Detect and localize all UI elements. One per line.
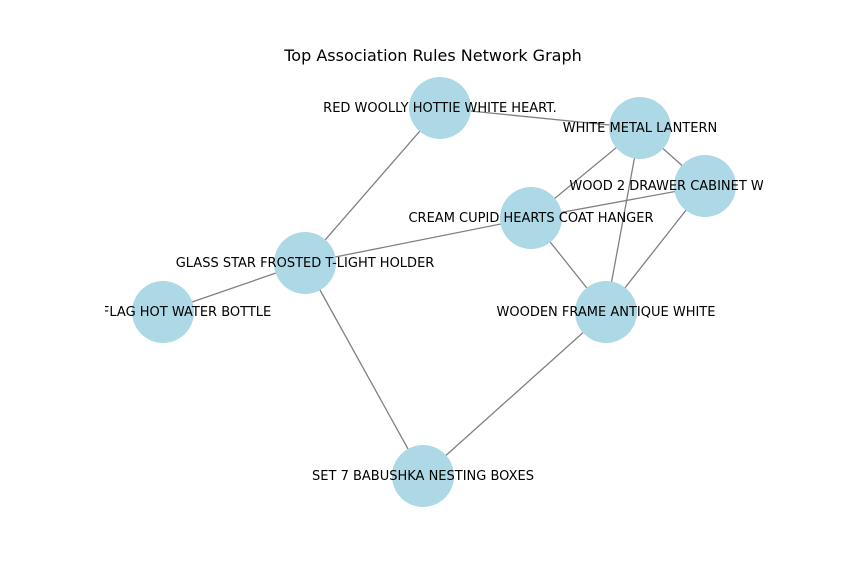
node-cream-cupid[interactable] — [500, 187, 562, 249]
edge-red-woolly-white-lantern — [439, 107, 641, 129]
node-red-woolly[interactable] — [409, 77, 471, 139]
node-label-wooden-frame: WOODEN FRAME ANTIQUE WHITE — [497, 305, 716, 320]
edge-cream-cupid-glass-star — [304, 217, 532, 264]
edge-white-lantern-wooden-frame — [605, 127, 641, 313]
edge-red-woolly-glass-star — [304, 107, 441, 264]
graph-title: Top Association Rules Network Graph — [283, 46, 582, 65]
node-union-flag[interactable] — [132, 281, 194, 343]
node-label-glass-star: GLASS STAR FROSTED T-LIGHT HOLDER — [176, 256, 435, 271]
node-white-lantern[interactable] — [609, 97, 671, 159]
edge-wooden-frame-babushka — [422, 311, 607, 477]
node-wooden-frame[interactable] — [575, 281, 637, 343]
node-babushka[interactable] — [392, 445, 454, 507]
node-label-wood-cabinet: WOOD 2 DRAWER CABINET WHITE FINISH — [569, 179, 840, 194]
node-label-red-woolly: RED WOOLLY HOTTIE WHITE HEART. — [323, 101, 557, 116]
node-label-cream-cupid: CREAM CUPID HEARTS COAT HANGER — [408, 211, 653, 226]
labels-layer: RED WOOLLY HOTTIE WHITE HEART. WHITE META… — [55, 101, 840, 484]
node-wood-cabinet[interactable] — [674, 155, 736, 217]
node-label-union-flag: UNION FLAG HOT WATER BOTTLE — [55, 305, 272, 320]
node-label-babushka: SET 7 BABUSHKA NESTING BOXES — [312, 469, 534, 484]
edge-glass-star-babushka — [304, 262, 424, 477]
node-label-white-lantern: WHITE METAL LANTERN — [563, 121, 717, 136]
node-glass-star[interactable] — [274, 232, 336, 294]
nodes-layer — [132, 77, 736, 507]
